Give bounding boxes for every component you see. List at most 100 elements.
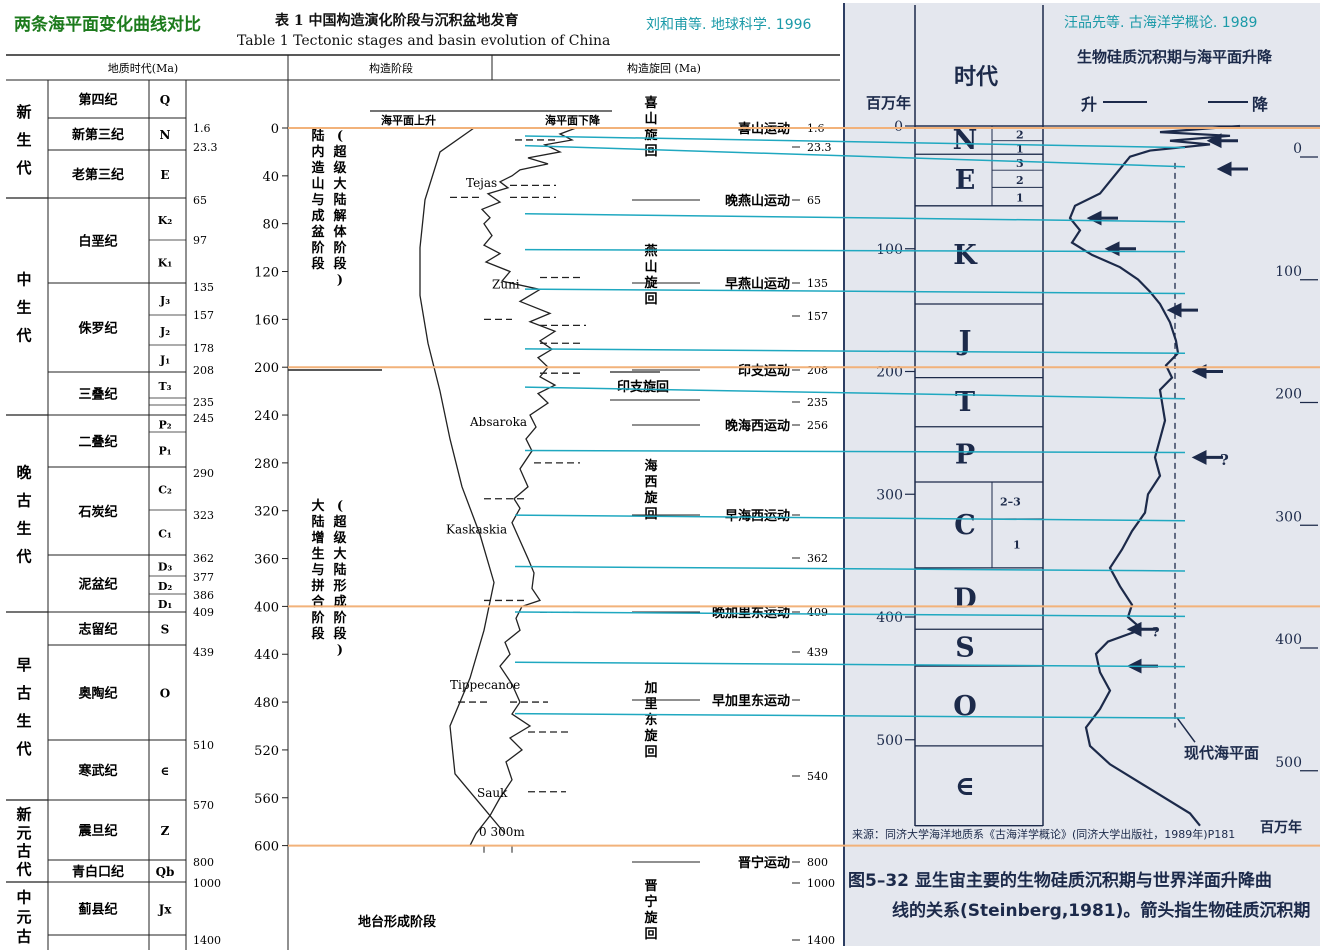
- cycle-xishan: 喜: [644, 95, 657, 111]
- question-mark: ?: [1220, 451, 1229, 469]
- long-term-sea-level-curve: [419, 127, 506, 835]
- stage-text-2b: 大: [311, 498, 324, 514]
- stage-text-1a: 级: [333, 160, 347, 176]
- citation-left: 刘和甫等. 地球科学. 1996: [646, 17, 812, 33]
- stage-text-2a: 阶: [333, 610, 347, 626]
- right-period-label: S: [955, 633, 975, 664]
- boundary-age-label: 510: [193, 739, 214, 752]
- event-age: 1400: [807, 934, 835, 947]
- right-period-label: T: [955, 387, 975, 418]
- right-y-label-right: 200: [1275, 387, 1302, 403]
- right-y-label-left: 400: [876, 610, 903, 626]
- right-period-label: ∈: [955, 771, 975, 802]
- boundary-age-label: 439: [193, 646, 214, 659]
- cycle-hercynian: 海: [644, 458, 657, 474]
- event-age: 208: [807, 364, 828, 377]
- caption-line-1: 图5–32 显生宙主要的生物硅质沉积期与世界洋面升降曲: [848, 871, 1272, 891]
- period-name: 震旦纪: [77, 823, 117, 839]
- silica-arrow: [1104, 241, 1136, 257]
- citation-right: 汪品先等. 古海洋学概论. 1989: [1064, 15, 1258, 31]
- right-period-label: P: [955, 439, 975, 470]
- left-y-tick-label: 240: [254, 409, 279, 424]
- question-mark: ?: [1152, 626, 1160, 641]
- period-name: 新第三纪: [72, 127, 124, 143]
- stage-text-2a: (: [337, 499, 343, 514]
- event-name: 早加里东运动: [712, 693, 790, 709]
- era-label-char: 元: [16, 824, 31, 842]
- right-y-label-right: 100: [1275, 264, 1302, 280]
- stage-text-2a: 段: [333, 626, 346, 642]
- boundary-age-label: 157: [193, 309, 214, 322]
- stage-text-2b: 陆: [311, 514, 324, 530]
- modern-sea-level-label: 现代海平面: [1184, 744, 1259, 762]
- cyan-guide-line: [514, 661, 1186, 668]
- sub-label: 1: [1016, 192, 1024, 205]
- era-label-char: 生: [16, 131, 31, 149]
- stage-text-1b: 内: [311, 144, 324, 160]
- cyan-guide-line: [514, 514, 1186, 522]
- period-name: 第四纪: [78, 92, 117, 108]
- left-y-tick-label: 200: [254, 361, 279, 376]
- cyan-guide-line: [524, 348, 1186, 355]
- boundary-age-label: 235: [193, 396, 214, 409]
- period-name: 志留纪: [78, 622, 117, 638]
- boundary-age-label: 208: [193, 364, 214, 377]
- caption-line-2: 线的关系(Steinberg,1981)。箭头指生物硅质沉积期: [892, 901, 1311, 921]
- era-label-char: 代: [15, 740, 31, 758]
- boundary-age-label: 65: [193, 194, 207, 207]
- left-y-tick-label: 400: [254, 600, 279, 615]
- event-age: 540: [807, 770, 828, 783]
- cyan-guide-line: [524, 288, 1186, 295]
- right-era-header: 时代: [954, 64, 998, 90]
- sub-label: 3: [1016, 157, 1024, 170]
- cyan-guide-line: [524, 144, 1186, 168]
- period-name: 奥陶纪: [78, 686, 117, 702]
- boundary-age-label: 323: [193, 509, 214, 522]
- comparison-guide-lines: [288, 127, 1320, 847]
- cyan-guide-line: [524, 449, 1186, 454]
- sub-label: 2–3: [1000, 495, 1021, 508]
- left-y-tick-label: 0: [271, 122, 279, 137]
- event-name: 晚燕山运动: [725, 193, 790, 209]
- source-note: 来源：同济大学海洋地质系《古海洋学概论》(同济大学出版社，1989年)P181: [852, 828, 1236, 841]
- era-label-char: 新: [16, 806, 31, 824]
- boundary-age-label: 23.3: [193, 141, 218, 154]
- period-name: 石炭纪: [77, 504, 117, 520]
- modern-sea-level-pointer: [1176, 717, 1196, 743]
- period-code: ∈: [161, 764, 170, 778]
- stage-text-2b: 拼: [311, 578, 324, 594]
- event-age: 1000: [807, 877, 835, 890]
- label-sea-rise: 海平面上升: [381, 113, 436, 127]
- event-age: 800: [807, 856, 828, 869]
- cycle-xishan: 山: [644, 111, 657, 127]
- sequence-label: Sauk: [477, 786, 508, 800]
- subperiod-code: P₁: [158, 445, 171, 458]
- boundary-age-column: 1.623.3659713515717820823524529032336237…: [193, 122, 221, 947]
- era-label-char: 古: [16, 684, 31, 702]
- event-name: 晚海西运动: [725, 418, 790, 434]
- left-y-tick-label: 320: [254, 505, 279, 520]
- sequence-label: Zuni: [492, 277, 520, 291]
- period-code: Z: [161, 824, 170, 838]
- steinberg-sea-level-curve: [1068, 124, 1241, 827]
- cycle-xishan: 回: [644, 144, 657, 159]
- col-header-geologic-time: 地质时代(Ma): [108, 62, 178, 75]
- right-period-label: J: [957, 326, 972, 357]
- scale-label: 0 300m: [479, 825, 525, 839]
- left-y-tick-label: 560: [254, 792, 279, 807]
- stage-text-2b: 合: [311, 594, 325, 610]
- sequence-label: Kaskaskia: [446, 523, 507, 537]
- right-period-label: D: [953, 584, 976, 615]
- cyan-guide-line: [524, 386, 1186, 400]
- table-grid: [6, 54, 840, 950]
- era-label-char: 晚: [16, 464, 31, 482]
- subperiod-code: J₂: [159, 325, 170, 338]
- period-code: S: [161, 623, 170, 637]
- boundary-age-label: 386: [193, 589, 214, 602]
- sub-label: 2: [1016, 174, 1024, 187]
- label-sea-fall: 海平面下降: [545, 113, 601, 127]
- cycle-yanshan: 山: [644, 259, 657, 275]
